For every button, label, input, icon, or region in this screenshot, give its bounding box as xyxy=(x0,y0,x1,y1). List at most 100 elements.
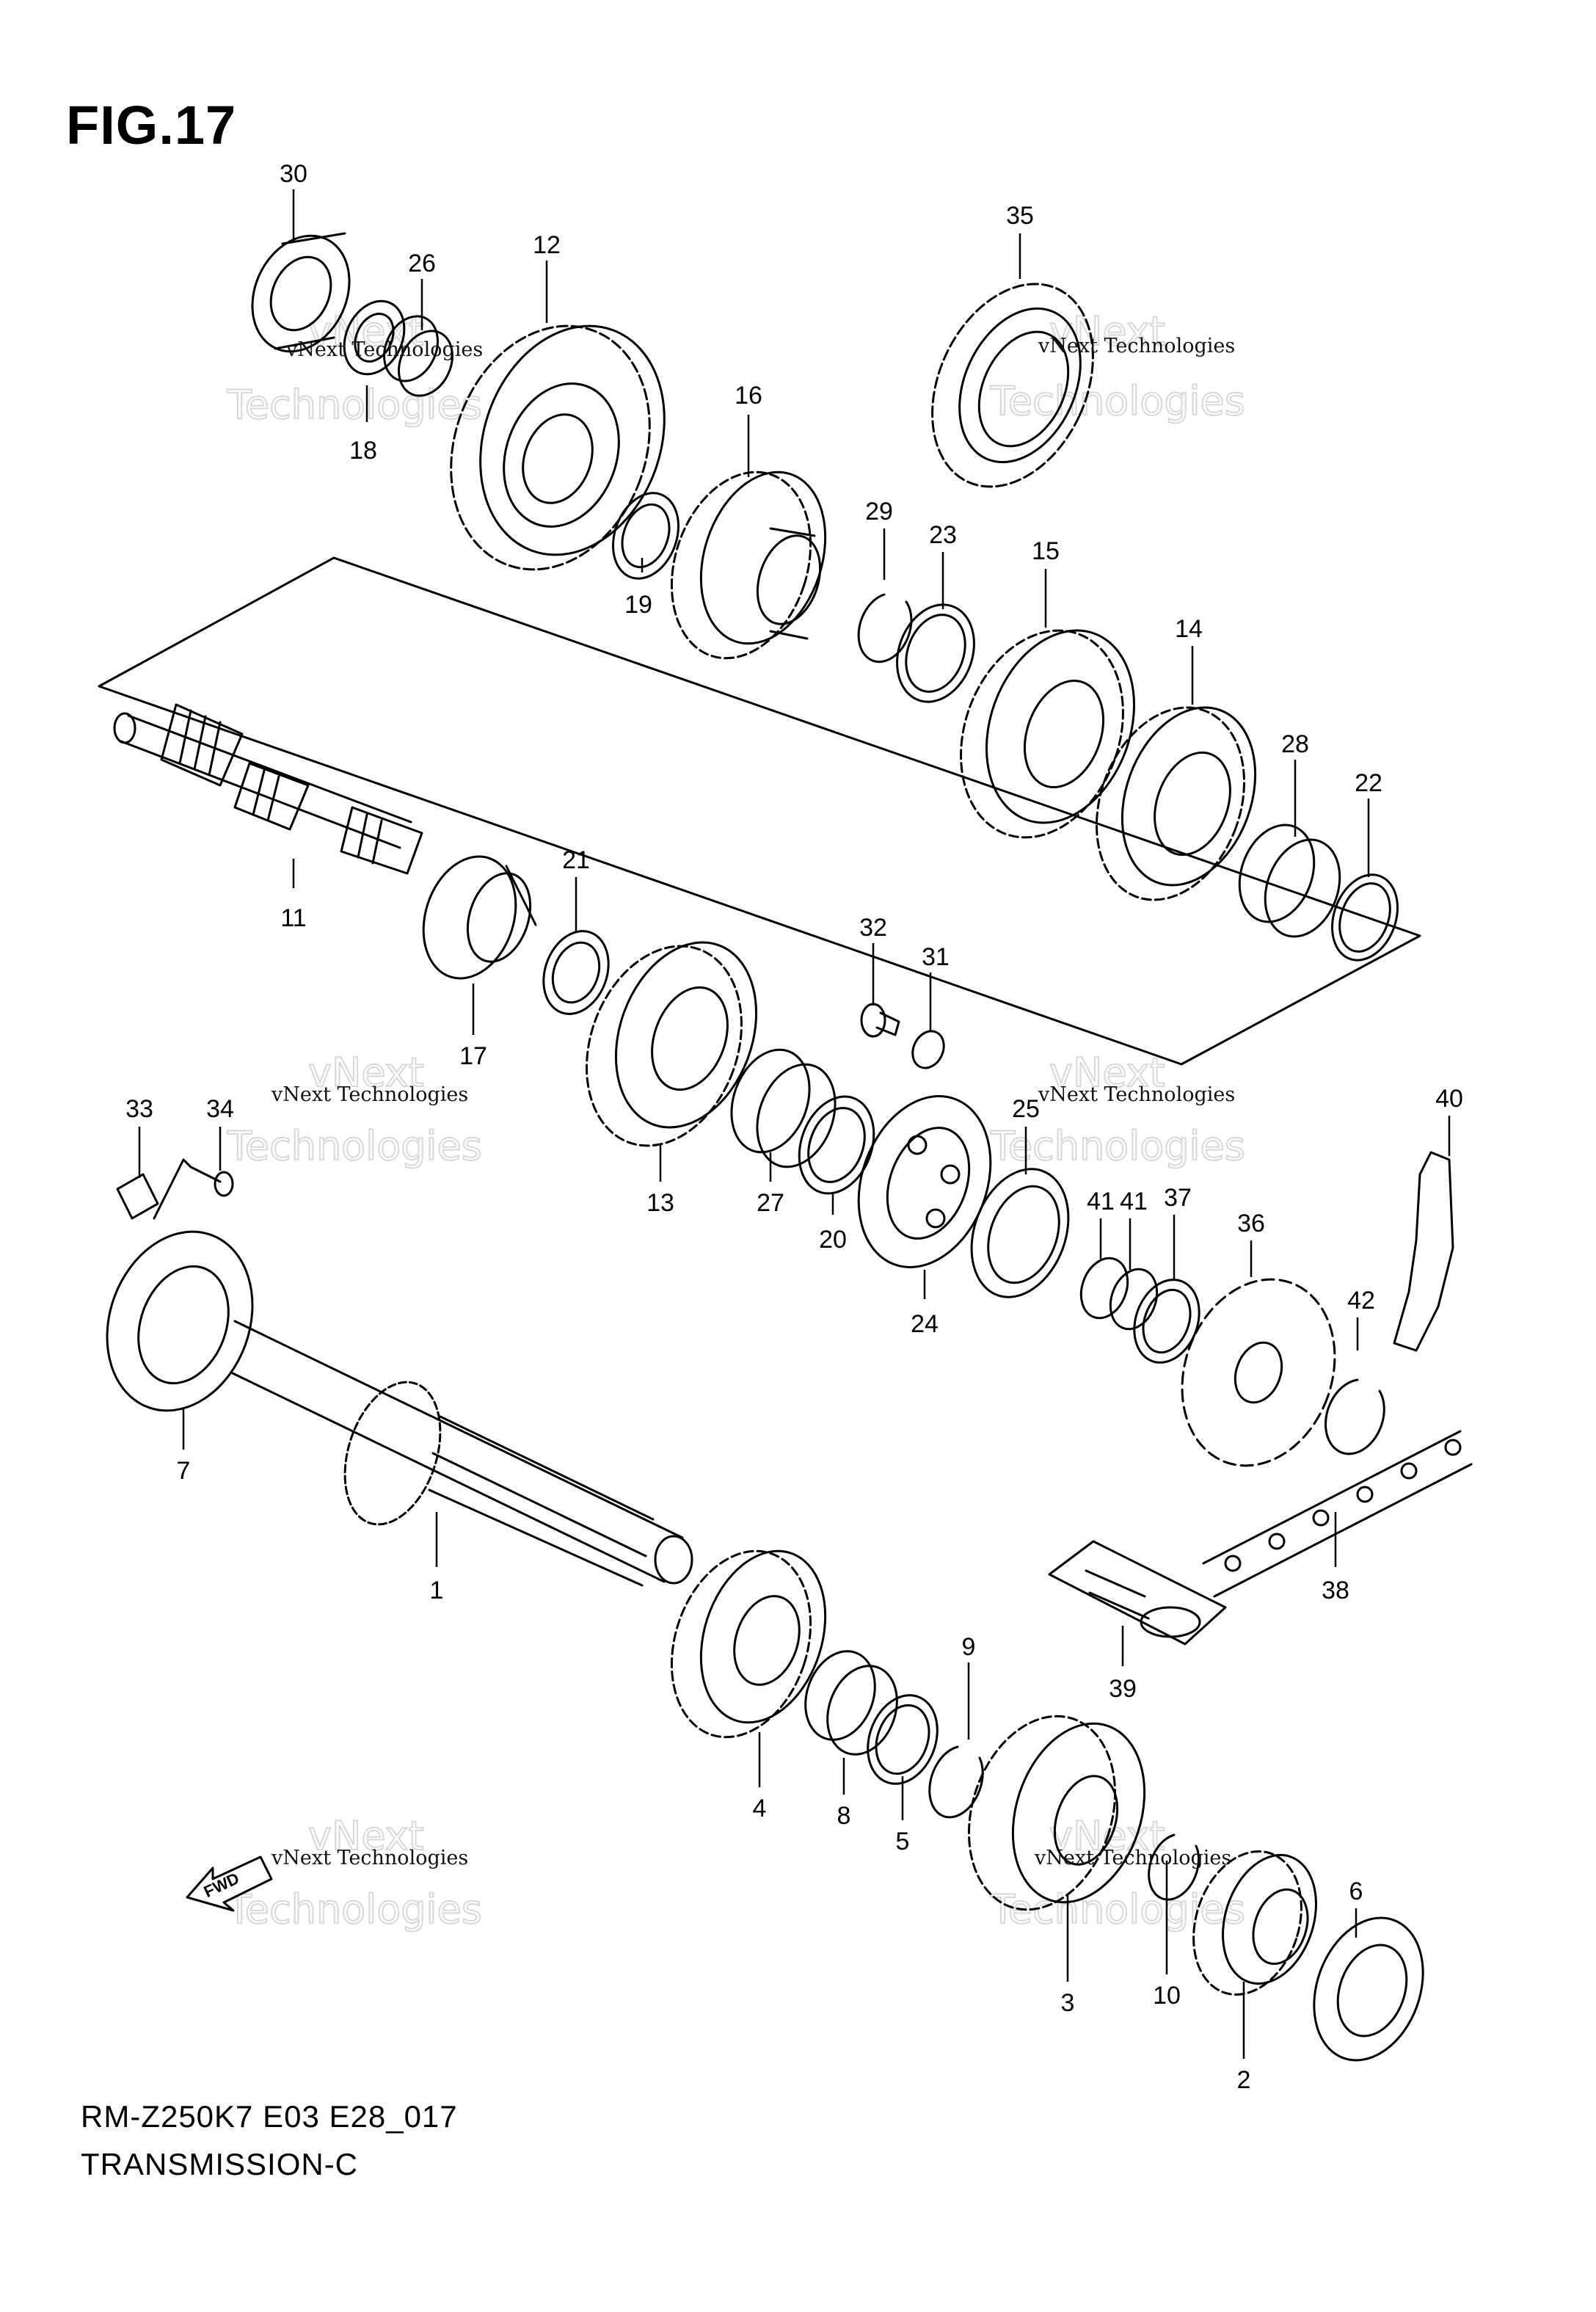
part-35-gear xyxy=(931,283,1094,488)
part-24-bearing xyxy=(857,1095,992,1268)
part-18-washer xyxy=(343,299,406,376)
callout: 20 xyxy=(819,1226,847,1254)
watermark-outline: Technologies xyxy=(227,1886,482,1933)
watermark-outline: vNext xyxy=(308,1813,424,1859)
callout: 31 xyxy=(922,943,950,971)
callout: 21 xyxy=(562,846,590,874)
part-14-gear xyxy=(1095,706,1257,901)
watermark-text: vNext Technologies xyxy=(271,1083,468,1106)
callout: 41 xyxy=(1120,1188,1148,1215)
callout: 19 xyxy=(624,591,652,619)
callout: 13 xyxy=(646,1189,674,1217)
part-23-washer xyxy=(896,603,975,703)
callout: 14 xyxy=(1175,615,1203,643)
watermark-outline: vNext xyxy=(1049,308,1165,355)
watermark-outline: Technologies xyxy=(990,1123,1245,1169)
callout: 18 xyxy=(349,437,377,465)
part-31-washer xyxy=(911,1030,945,1069)
part-17-gear xyxy=(422,855,537,980)
watermark-outline-layer: vNext Technologies vNext Technologies vN… xyxy=(226,308,1246,1933)
part-40-plate xyxy=(1393,1151,1454,1352)
callout: 12 xyxy=(533,231,561,259)
callout: 8 xyxy=(837,1802,851,1830)
callout: 30 xyxy=(280,160,307,188)
watermark-outline: Technologies xyxy=(227,382,482,428)
callout: 37 xyxy=(1164,1184,1192,1212)
callout: 28 xyxy=(1281,730,1309,758)
callout: 23 xyxy=(929,521,957,549)
part-7-bearing xyxy=(106,1230,254,1412)
part-2-gear xyxy=(1192,1850,1317,1996)
watermark-outline: Technologies xyxy=(990,378,1245,424)
part-15-gear xyxy=(960,629,1136,839)
part-22-washer xyxy=(1331,873,1399,961)
part-29-circlip xyxy=(857,593,913,664)
callout: 11 xyxy=(280,904,306,932)
callout: 39 xyxy=(1109,1675,1137,1703)
part-38-drive-chain xyxy=(1202,1430,1473,1598)
callout: 26 xyxy=(408,250,436,277)
part-3-gear xyxy=(967,1715,1146,1911)
part-16-gear xyxy=(670,470,827,660)
watermark-text: vNext Technologies xyxy=(1038,335,1235,357)
part-20-washer xyxy=(798,1095,875,1195)
callout: 41 xyxy=(1087,1188,1115,1215)
part-21-washer xyxy=(542,930,610,1015)
callout: 42 xyxy=(1347,1287,1375,1315)
part-42-circlip xyxy=(1324,1378,1385,1455)
callout: 36 xyxy=(1237,1210,1265,1237)
watermark-outline: Technologies xyxy=(990,1886,1245,1933)
callout: 16 xyxy=(735,382,762,410)
callout: 4 xyxy=(753,1795,767,1822)
part-25-oil-seal xyxy=(970,1168,1070,1298)
part-13-gear xyxy=(586,941,758,1147)
watermark-text-layer: vNext Technologies vNext Technologies vN… xyxy=(271,335,1235,1869)
part-41-o-ring xyxy=(1079,1257,1129,1320)
callout: 24 xyxy=(911,1310,939,1338)
part-39-chain-joint xyxy=(1048,1540,1227,1646)
callout: 33 xyxy=(125,1095,153,1123)
part-34-bolt xyxy=(153,1158,234,1220)
callout: 7 xyxy=(177,1457,191,1485)
part-37-spacer xyxy=(1133,1279,1200,1364)
callout: 22 xyxy=(1355,769,1382,797)
callout: 2 xyxy=(1237,2066,1251,2094)
watermark-text: vNext Technologies xyxy=(1034,1847,1231,1869)
part-9-circlip xyxy=(928,1745,984,1819)
part-19-washer xyxy=(612,492,679,580)
part-41-o-ring xyxy=(1109,1268,1159,1331)
countershaft-group-box xyxy=(98,556,1421,1066)
callout: 27 xyxy=(757,1189,784,1217)
callout: 6 xyxy=(1349,1877,1363,1905)
callout: 29 xyxy=(865,498,893,526)
part-10-circlip xyxy=(1148,1833,1200,1901)
watermark-text: vNext Technologies xyxy=(271,1847,468,1869)
watermark-outline: vNext xyxy=(1049,1050,1165,1096)
callout: 10 xyxy=(1153,1982,1181,2010)
callout: 34 xyxy=(206,1095,234,1123)
part-11-countershaft xyxy=(113,703,423,875)
callout: 17 xyxy=(459,1042,487,1070)
section-name: TRANSMISSION-C xyxy=(81,2147,359,2181)
part-26-bushing xyxy=(383,315,453,397)
callout: 32 xyxy=(859,914,887,942)
model-code: RM-Z250K7 E03 E28_017 xyxy=(81,2099,458,2134)
callout: 15 xyxy=(1032,537,1060,565)
part-12-gear xyxy=(450,324,666,571)
callout: 25 xyxy=(1012,1095,1040,1123)
figure-label: FIG.17 xyxy=(66,95,237,156)
part-6-bearing xyxy=(1313,1916,1424,2062)
leader-lines xyxy=(138,189,1451,2059)
callout: 35 xyxy=(1006,202,1034,230)
callout: 40 xyxy=(1435,1085,1463,1113)
part-28-bushing xyxy=(1238,824,1341,938)
callout: 1 xyxy=(430,1577,444,1604)
part-5-washer xyxy=(867,1694,939,1785)
watermark-outline: Technologies xyxy=(227,1123,482,1169)
callout-numbers: 30 26 12 18 35 16 19 29 23 15 14 28 22 1… xyxy=(125,160,1463,2094)
fwd-direction-arrow: FWD xyxy=(186,1855,273,1912)
part-8-bushing xyxy=(804,1650,898,1756)
callout: 38 xyxy=(1322,1577,1349,1604)
part-36-sprocket xyxy=(1181,1278,1336,1467)
